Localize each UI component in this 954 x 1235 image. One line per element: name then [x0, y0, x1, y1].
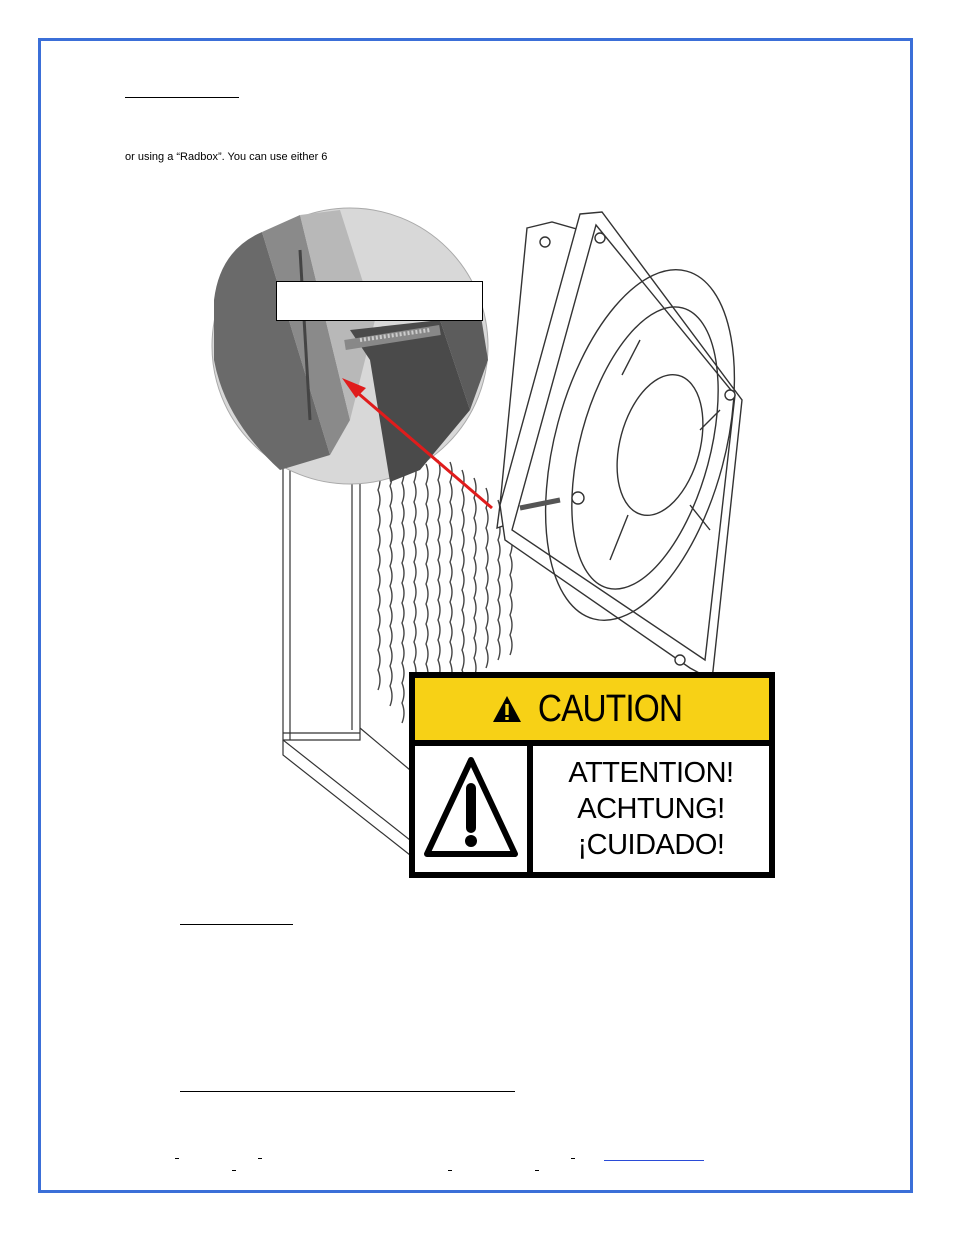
- zoom-inset: [211, 207, 489, 485]
- callout-arrow: [351, 386, 493, 510]
- text-fragment: [175, 1158, 179, 1159]
- page-border: [38, 38, 913, 1193]
- heading-underline: [125, 97, 239, 98]
- text-fragment: [258, 1158, 262, 1159]
- caution-sign: CAUTION ATTENTION! ACHTUNG! ¡CUIDADO!: [409, 672, 775, 878]
- callout-label-box: [276, 281, 483, 321]
- section-underline-2: [180, 1091, 515, 1092]
- warning-small-icon: [493, 696, 521, 722]
- intro-text: or using a “Radbox”. You can use either …: [125, 151, 328, 163]
- warning-cell: [415, 746, 527, 872]
- warning-triangle-icon: [424, 757, 518, 857]
- text-fragment: [571, 1158, 575, 1159]
- fan: [496, 211, 743, 682]
- caution-line-cuidado: ¡CUIDADO!: [577, 829, 725, 861]
- caution-line-attention: ATTENTION!: [568, 757, 734, 789]
- text-fragment: [535, 1170, 539, 1171]
- text-fragment: [448, 1170, 452, 1171]
- callout-arrowhead: [342, 378, 366, 398]
- caution-header: CAUTION: [415, 678, 769, 740]
- section-underline-1: [180, 924, 293, 925]
- caution-text-cell: ATTENTION! ACHTUNG! ¡CUIDADO!: [533, 746, 769, 872]
- text-fragment: [232, 1170, 236, 1171]
- hyperlink-underline[interactable]: [604, 1160, 704, 1161]
- caution-line-achtung: ACHTUNG!: [577, 793, 725, 825]
- caution-heading: CAUTION: [537, 687, 683, 730]
